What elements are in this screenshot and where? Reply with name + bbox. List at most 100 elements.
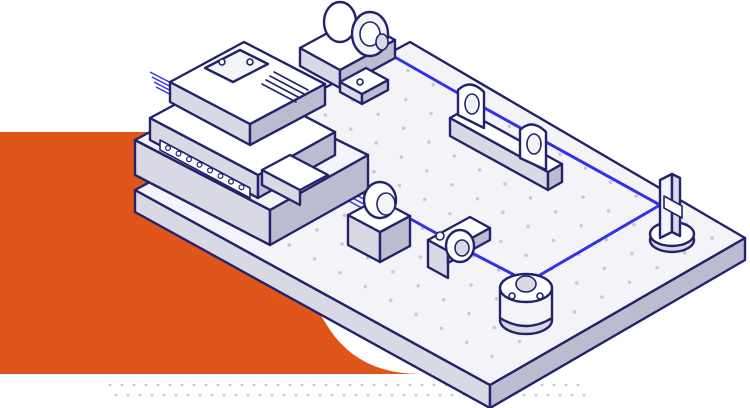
table-hole [602, 266, 607, 271]
table-hole [710, 236, 714, 240]
floor-dot [438, 393, 442, 397]
beam-segment-2 [468, 98, 662, 207]
table-hole [581, 195, 585, 199]
laser-source-unit-icon [133, 40, 370, 247]
floor-dot [126, 393, 130, 397]
table-hole [315, 228, 319, 232]
floor-dot [114, 393, 118, 397]
table-hole [528, 196, 533, 200]
floor-dot [300, 383, 304, 387]
table-hole [572, 310, 577, 314]
kinematic-mount-icon [498, 272, 554, 336]
rail-screw [196, 161, 203, 168]
rail-screw [165, 145, 172, 152]
table-hole [503, 182, 507, 186]
floor-dot [198, 393, 202, 397]
floor-dot [522, 393, 526, 397]
floor-dot [180, 383, 184, 387]
floor-dot [432, 383, 436, 387]
floor-dot [360, 383, 364, 387]
table-hole [604, 237, 609, 242]
table-hole [441, 297, 446, 302]
floor-dot [384, 383, 388, 387]
floor-dot [174, 393, 178, 397]
floor-dot [240, 383, 244, 387]
table-hole [448, 211, 452, 216]
floor-dot [210, 393, 214, 397]
table-hole [579, 223, 583, 228]
table-hole [524, 253, 528, 258]
floor-dot [426, 393, 430, 397]
floor-dot [372, 383, 376, 387]
floor-dot [558, 393, 562, 397]
floor-dot [324, 383, 328, 387]
table-hole [416, 284, 421, 288]
table-hole [452, 154, 457, 158]
table-hole [558, 152, 562, 157]
table-hole [496, 268, 501, 272]
table-hole [526, 224, 530, 229]
table-hole [501, 210, 505, 215]
table-hole [477, 168, 482, 172]
table-hole [340, 242, 344, 246]
table-hole [469, 283, 473, 287]
table-hole [494, 297, 499, 301]
table-hole [376, 112, 381, 117]
table-hole [439, 326, 444, 331]
table-hole [348, 127, 353, 131]
floor-dot [312, 383, 316, 387]
floor-dot [258, 393, 262, 397]
floor-dot [552, 383, 556, 387]
rail-screws [165, 145, 245, 191]
table-hole [399, 155, 404, 159]
floor-dot [390, 393, 394, 397]
table-hole [627, 280, 632, 285]
beam-segment-1 [384, 50, 472, 102]
floor-dot [576, 383, 580, 387]
table-hole [338, 270, 342, 275]
table-hole [312, 257, 317, 261]
table-hole [553, 210, 558, 214]
floor-dot [132, 383, 136, 387]
floor-dot [222, 393, 226, 397]
floor-dot [540, 383, 544, 387]
table-hole [632, 223, 636, 227]
floor-dot [294, 393, 298, 397]
table-hole [391, 270, 395, 274]
table-hole [372, 169, 376, 174]
table-hole [363, 284, 368, 289]
table-hole [414, 312, 418, 317]
floor-dot [414, 393, 418, 397]
floor-dot [264, 383, 268, 387]
mirror-mount-icon [426, 215, 492, 280]
floor-dot [378, 393, 382, 397]
floor-dot [144, 383, 148, 387]
floor-dot [534, 393, 538, 397]
table-hole [406, 68, 410, 73]
table-hole [475, 196, 480, 201]
table-hole [418, 255, 423, 259]
table-hole [517, 339, 522, 344]
floor-dot [138, 393, 142, 397]
floor-dot [108, 383, 112, 387]
floor-dot [348, 383, 352, 387]
table-hole [429, 111, 433, 116]
table-hole [600, 295, 604, 299]
table-hole [374, 141, 378, 145]
floor-dot [402, 393, 406, 397]
floor-dot [342, 393, 346, 397]
floor-dot [450, 393, 454, 397]
beam-splitter-post-icon [648, 172, 696, 254]
twin-ring-mount-icon [448, 83, 564, 192]
floor-dot [120, 383, 124, 387]
floor-dot [186, 393, 190, 397]
table-hole [507, 124, 512, 129]
floor-dot [150, 393, 154, 397]
rail-screw [186, 156, 193, 163]
floor-dot [408, 383, 412, 387]
floor-dot [270, 393, 274, 397]
rail-screw [238, 184, 245, 191]
table-hole [634, 194, 638, 198]
rail-screw [217, 173, 224, 180]
